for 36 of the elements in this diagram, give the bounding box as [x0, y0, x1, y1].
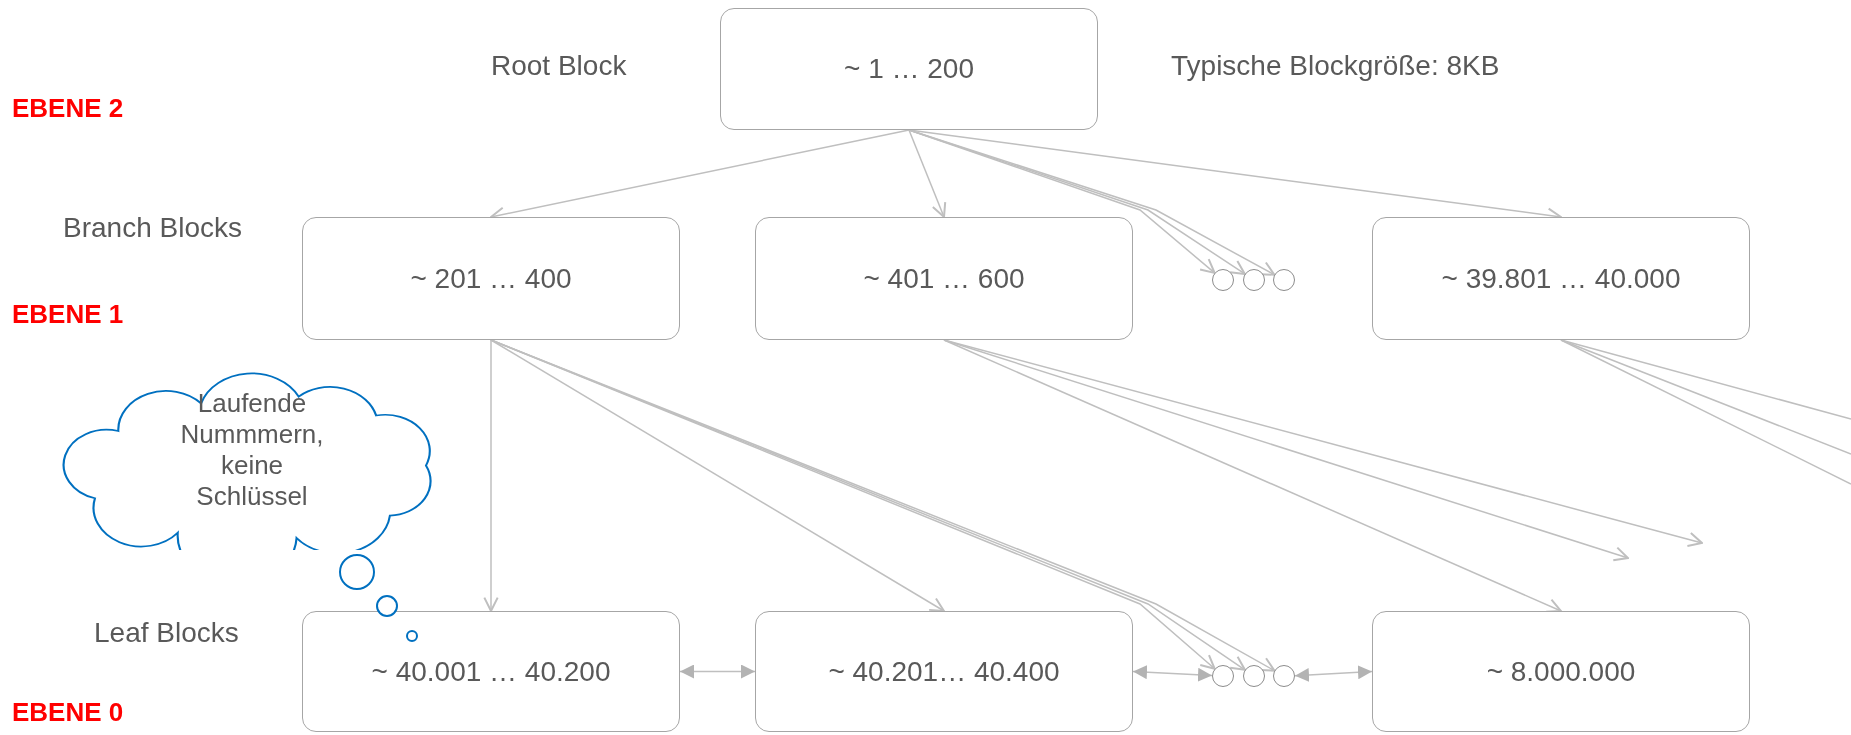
block-box: [1372, 217, 1750, 340]
cloud-note: Laufende Nummmern, keine Schlüssel: [179, 388, 325, 512]
tier-label: Branch Blocks: [63, 212, 242, 244]
arrow: [1294, 665, 1373, 683]
level-label: EBENE 2: [12, 93, 124, 124]
ellipsis-circle: [1243, 269, 1265, 291]
block-box: [1372, 611, 1750, 732]
level-label: EBENE 0: [12, 697, 124, 728]
block-range: ~ 1 … 200: [844, 53, 974, 85]
tier-label: Root Block: [491, 50, 627, 82]
block-box: [755, 611, 1133, 732]
block-range: ~ 40.001 … 40.200: [371, 655, 611, 688]
block-range: ~ 8.000.000: [1486, 655, 1636, 688]
block-range: ~ 39.801 … 40.000: [1441, 262, 1681, 295]
connector-line: [1560, 339, 1851, 485]
block-box: [302, 217, 680, 340]
block-box: [302, 611, 680, 732]
ellipsis-circle: [1273, 269, 1295, 291]
ellipsis-circle: [1212, 269, 1234, 291]
block-box: [755, 217, 1133, 340]
arrow: [908, 129, 947, 218]
arrow: [943, 339, 1629, 562]
ellipsis-circle: [1273, 665, 1295, 687]
ellipsis-circle: [1243, 665, 1265, 687]
block-range: ~ 401 … 600: [863, 262, 1025, 295]
block-range: ~ 201 … 400: [410, 262, 572, 295]
arrow: [490, 339, 945, 612]
arrow: [679, 664, 756, 679]
arrow: [1132, 665, 1213, 682]
block-range: ~ 40.201… 40.400: [828, 655, 1060, 688]
tier-label: Typische Blockgröße: 8KB: [1171, 50, 1500, 82]
tier-label: Leaf Blocks: [94, 617, 239, 649]
level-label: EBENE 1: [12, 299, 124, 330]
arrow: [483, 339, 499, 612]
block-box: [720, 8, 1098, 130]
ellipsis-circle: [1212, 665, 1234, 687]
